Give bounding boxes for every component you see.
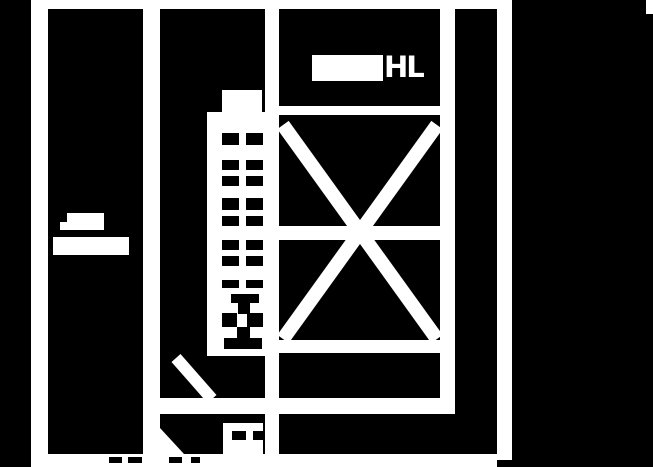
stair-tread — [222, 280, 239, 288]
stair-tread — [246, 280, 263, 288]
stair-arrow-stem — [237, 327, 250, 338]
stair-tread — [222, 133, 239, 145]
room-label-blob-c — [53, 237, 129, 255]
stair-tread — [246, 216, 263, 226]
stair-tread — [222, 160, 239, 170]
stair-tread — [222, 198, 239, 210]
wall-strip-e — [497, 0, 512, 460]
band-text-dash — [128, 457, 142, 463]
bottom-band — [31, 454, 497, 467]
stair-tread — [246, 240, 263, 250]
stair-arrow-base — [224, 338, 262, 349]
elevator-x-diagonal-2 — [277, 120, 443, 344]
shaft-label-blob — [312, 55, 383, 81]
stair-tread — [246, 176, 263, 186]
stair-tread — [246, 160, 263, 170]
wall-strip-d — [440, 0, 455, 414]
band-text-dash — [109, 457, 122, 463]
stair-tread — [246, 256, 263, 266]
corridor-band — [143, 398, 455, 414]
band-text-dash — [191, 457, 200, 463]
door-swing-upper — [171, 354, 217, 403]
stair-arrow-top-bar — [231, 294, 259, 303]
elevator-bottom-wall — [255, 340, 455, 353]
room-label-blob-b — [60, 222, 70, 230]
stair-arrow-neck — [238, 303, 250, 314]
stair-tread — [222, 240, 239, 250]
stair-tread — [246, 133, 263, 145]
door-box-hole-left — [232, 431, 246, 440]
wall-strip-b — [143, 0, 160, 456]
band-text-dash — [169, 457, 182, 463]
wall-strip-a — [31, 0, 48, 456]
shaft-label-text: HL — [384, 50, 425, 84]
elevator-top-wall — [265, 106, 455, 115]
stair-tread — [222, 256, 239, 266]
stair-tread — [246, 198, 263, 210]
door-swing-lower — [160, 428, 184, 454]
stair-tread — [222, 176, 239, 186]
stair-arrow-wing-left — [222, 313, 237, 327]
door-box-hole-right — [253, 431, 263, 440]
room-label-blob-a — [67, 213, 104, 230]
stair-tread — [222, 216, 239, 226]
stair-arrow-wing-right — [247, 313, 263, 327]
stair-top-notch — [222, 90, 262, 114]
corner-notch — [646, 0, 653, 14]
